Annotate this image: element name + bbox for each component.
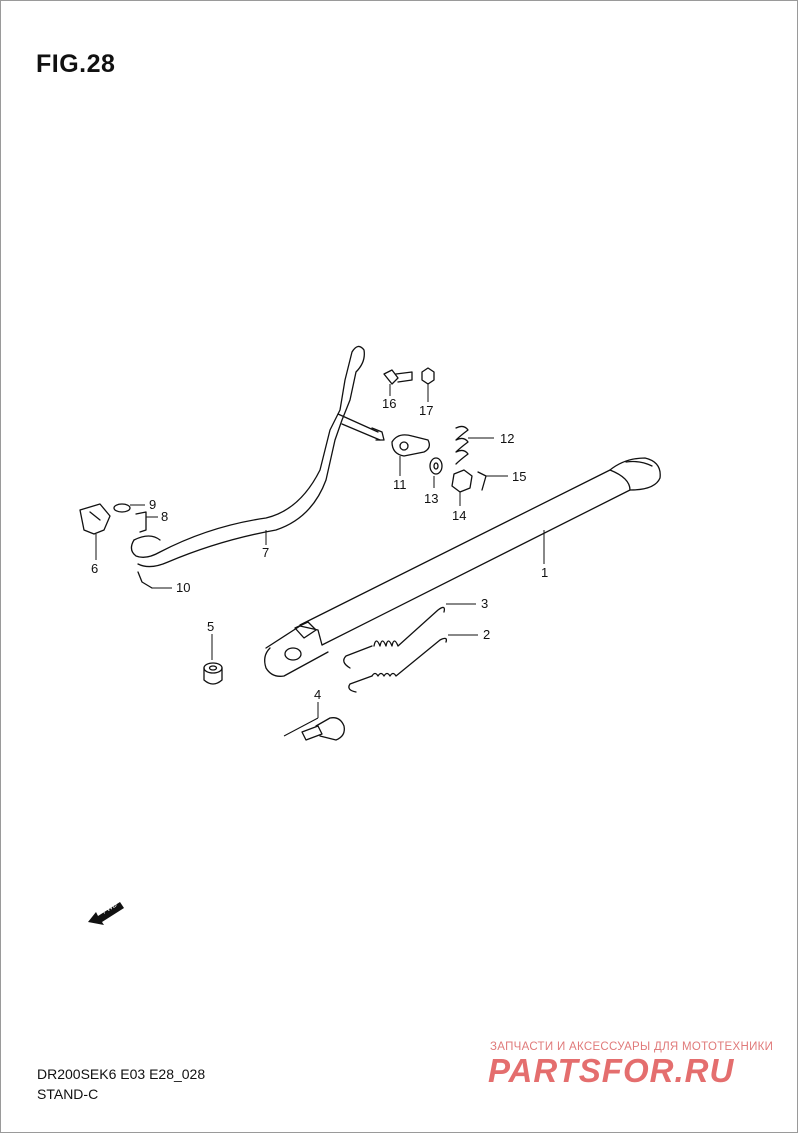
bolt-part-4[interactable] — [301, 717, 345, 741]
callout-17: 17 — [419, 403, 433, 418]
callout-16: 16 — [382, 396, 396, 411]
watermark-logo-text: PARTSFOR.RU — [488, 1052, 734, 1088]
callout-3: 3 — [481, 596, 488, 611]
watermark-tagline: ЗАПЧАСТИ И АКСЕССУАРЫ ДЛЯ МОТОТЕХНИКИ — [490, 1041, 774, 1053]
cotter-pin-part-15[interactable] — [477, 471, 487, 491]
side-stand-part[interactable] — [264, 457, 661, 677]
clevis-part-6[interactable] — [79, 503, 111, 535]
nut-part-14[interactable] — [451, 469, 473, 493]
callout-5: 5 — [207, 619, 214, 634]
watermark-logo: PARTSFOR.RU — [488, 1052, 734, 1088]
spring-part-3[interactable] — [343, 606, 446, 669]
figure-title: FIG.28 — [36, 50, 116, 78]
cotter-pin-part-10[interactable] — [137, 571, 153, 589]
spring-part-2[interactable] — [348, 637, 448, 693]
callout-8: 8 — [161, 509, 168, 524]
callout-9: 9 — [149, 497, 156, 512]
callout-10: 10 — [176, 580, 190, 595]
model-code: DR200SEK6 E03 E28_028 — [37, 1066, 206, 1082]
callout-11: 11 — [393, 477, 407, 492]
callout-6: 6 — [91, 561, 98, 576]
bolt-part-16[interactable] — [383, 369, 413, 385]
nut-part-17[interactable] — [421, 367, 435, 385]
pin-part-8[interactable] — [135, 511, 147, 533]
callout-12: 12 — [500, 431, 514, 446]
callout-15: 15 — [512, 469, 526, 484]
callout-1: 1 — [541, 565, 548, 580]
forward-arrow-icon: FWD — [88, 901, 124, 925]
callout-14: 14 — [452, 508, 466, 523]
plate-part-11[interactable] — [391, 434, 430, 457]
callout-2: 2 — [483, 627, 490, 642]
callout-7: 7 — [262, 545, 269, 560]
washer-part-13[interactable] — [429, 457, 443, 475]
spring-part-12[interactable] — [455, 425, 469, 465]
callout-13: 13 — [424, 491, 438, 506]
callout-4: 4 — [314, 687, 321, 702]
leader-lines — [95, 384, 545, 737]
washer-part-9[interactable] — [113, 503, 131, 513]
collar-part-5[interactable] — [203, 662, 223, 685]
pedal-part-7[interactable] — [130, 345, 385, 568]
section-name: STAND-C — [37, 1086, 99, 1102]
